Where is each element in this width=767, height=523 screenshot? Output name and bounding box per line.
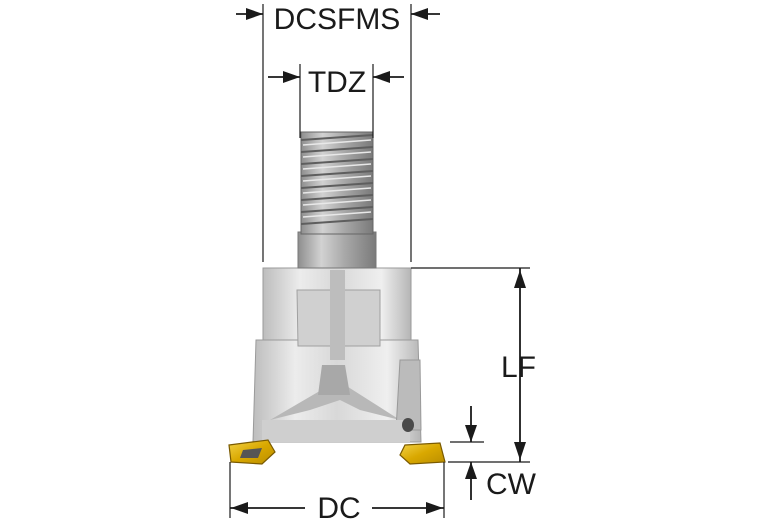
- dimension-dcsfms: [236, 4, 440, 262]
- label-tdz: TDZ: [308, 66, 366, 99]
- thread-ridges: [300, 134, 374, 225]
- threaded-shank: [297, 131, 377, 269]
- dimension-lf: [411, 267, 530, 463]
- dimension-dc: [229, 462, 445, 518]
- thread-neck: [297, 231, 377, 269]
- coolant-hole: [402, 418, 414, 432]
- insert-left: [228, 439, 276, 465]
- label-lf: LF: [501, 351, 536, 384]
- label-dcsfms: DCSFMS: [274, 3, 401, 36]
- center-cone: [270, 385, 400, 420]
- bottom-face: [262, 420, 410, 442]
- label-cw: CW: [486, 468, 537, 501]
- dimension-tdz: [268, 64, 404, 138]
- label-dc: DC: [317, 492, 360, 523]
- flute-shadow: [330, 270, 345, 360]
- dimension-cw: [450, 406, 484, 500]
- insert-right: [399, 442, 446, 465]
- side-pocket: [395, 359, 422, 431]
- center-relief: [318, 365, 350, 395]
- cutter-body: [252, 267, 422, 443]
